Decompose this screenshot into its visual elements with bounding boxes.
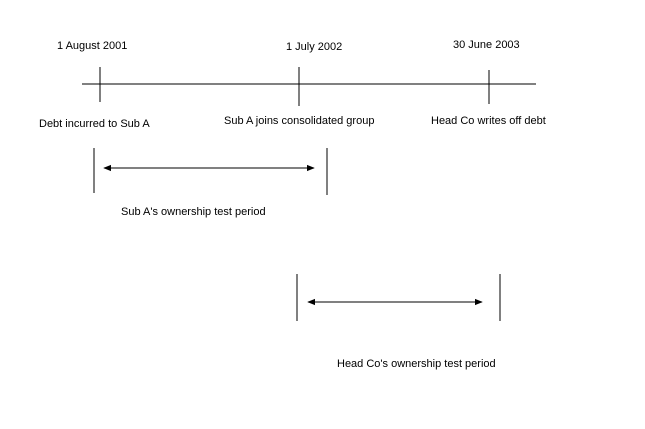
event-label-writes-off: Head Co writes off debt [431,115,546,127]
event-label-debt-incurred: Debt incurred to Sub A [39,118,150,130]
date-label-2003: 30 June 2003 [453,39,520,51]
date-label-2001: 1 August 2001 [57,40,127,52]
event-label-joins-group: Sub A joins consolidated group [224,115,374,127]
date-label-2002: 1 July 2002 [286,41,342,53]
head-co-period-label: Head Co's ownership test period [337,358,496,370]
sub-a-period-label: Sub A's ownership test period [121,206,266,218]
